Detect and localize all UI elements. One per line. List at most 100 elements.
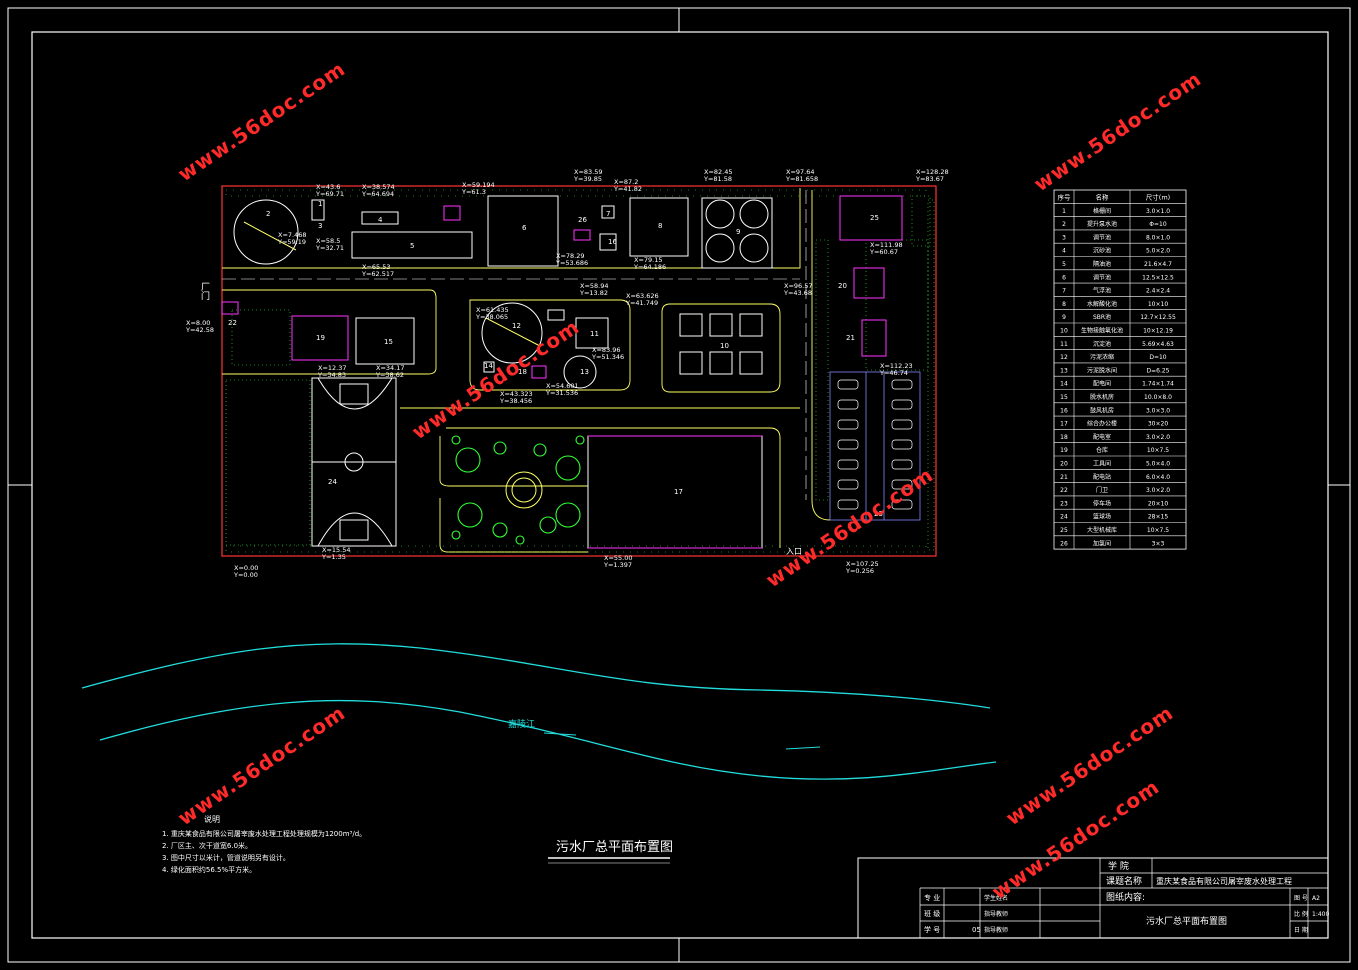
- coordinate-label: X=111.98Y=60.67: [869, 241, 903, 256]
- parking-lot: [829, 371, 921, 521]
- svg-text:X=7.468: X=7.468: [278, 231, 307, 239]
- svg-text:污泥浓缩: 污泥浓缩: [1090, 353, 1114, 361]
- unit-label: 23: [874, 510, 883, 518]
- unit-label: 4: [378, 216, 383, 224]
- svg-text:篮球场: 篮球场: [1093, 513, 1111, 521]
- table-header: 序号名称尺寸(m): [1058, 193, 1171, 202]
- car: [891, 459, 913, 470]
- svg-text:12: 12: [1060, 354, 1068, 361]
- unit-label: 17: [674, 488, 683, 496]
- svg-text:提升泵水池: 提升泵水池: [1087, 220, 1117, 228]
- watermark: www.56doc.com: [1029, 66, 1205, 196]
- svg-text:24: 24: [1060, 514, 1068, 521]
- svg-text:配电间: 配电间: [1093, 380, 1111, 388]
- svg-text:序号: 序号: [1058, 193, 1072, 202]
- svg-text:门卫: 门卫: [1096, 486, 1108, 494]
- svg-text:19: 19: [1060, 447, 1068, 454]
- svg-text:3.0×1.0: 3.0×1.0: [1146, 208, 1170, 215]
- unit-label: 26: [578, 216, 587, 224]
- coordinate-label: X=58.5Y=32.71: [315, 237, 344, 252]
- svg-text:X=111.98: X=111.98: [870, 241, 903, 249]
- svg-text:Y=0.256: Y=0.256: [845, 567, 874, 575]
- watermark: www.56doc.com: [173, 700, 349, 830]
- watermark: www.56doc.com: [173, 56, 349, 186]
- svg-text:Y=38.62: Y=38.62: [375, 371, 404, 379]
- svg-text:Y=81.658: Y=81.658: [785, 175, 818, 183]
- svg-text:16: 16: [1060, 407, 1068, 414]
- svg-text:1: 1: [1062, 208, 1066, 215]
- svg-text:X=58.5: X=58.5: [316, 237, 340, 245]
- coordinate-label: X=83.96Y=51.346: [591, 346, 624, 361]
- coordinate-label: X=97.64Y=81.658: [785, 168, 818, 183]
- flow-arrows: [543, 732, 821, 750]
- svg-text:18: 18: [1060, 434, 1068, 441]
- note-item: 1. 重庆某食品有限公司屠宰废水处理工程处理规模为1200m³/d。: [162, 829, 366, 838]
- svg-text:4: 4: [1062, 248, 1066, 255]
- structures: [233, 195, 773, 549]
- svg-text:X=107.25: X=107.25: [846, 560, 879, 568]
- table-row: 16 鼓风机房 3.0×3.0: [1060, 406, 1170, 414]
- svg-text:Y=42.58: Y=42.58: [185, 326, 214, 334]
- svg-text:X=78.29: X=78.29: [556, 252, 585, 260]
- unit-label: 8: [658, 222, 662, 230]
- svg-text:12.7×12.55: 12.7×12.55: [1140, 314, 1176, 321]
- coordinate-label: X=79.15Y=64.186: [633, 256, 666, 271]
- coordinate-label: X=107.25Y=0.256: [845, 560, 879, 575]
- coordinate-label: X=82.45Y=81.58: [703, 168, 733, 183]
- svg-text:10.0×8.0: 10.0×8.0: [1144, 394, 1172, 401]
- unit-label: 15: [384, 338, 393, 346]
- unit-label: 2: [266, 210, 270, 218]
- svg-text:鼓风机房: 鼓风机房: [1090, 406, 1114, 414]
- svg-text:Y=43.68: Y=43.68: [783, 289, 812, 297]
- svg-text:Y=61.3: Y=61.3: [461, 188, 486, 196]
- unit-label: 5: [410, 242, 414, 250]
- title-block-field: 班 级: [924, 909, 940, 918]
- svg-text:沉淀池: 沉淀池: [1093, 340, 1111, 348]
- coordinate-label: X=34.17Y=38.62: [375, 364, 405, 379]
- svg-text:3.0×3.0: 3.0×3.0: [1146, 407, 1170, 414]
- svg-text:X=96.57: X=96.57: [784, 282, 813, 290]
- title-block-field: 学 号: [924, 925, 940, 934]
- unit-label: 21: [846, 334, 855, 342]
- unit-label: 25: [870, 214, 879, 222]
- parked-cars: [837, 379, 913, 510]
- svg-text:13: 13: [1060, 367, 1068, 374]
- svg-text:1.74×1.74: 1.74×1.74: [1142, 381, 1174, 388]
- svg-text:3: 3: [1062, 234, 1066, 241]
- unit-label: 16: [608, 238, 617, 246]
- river-label: 嘉陵江: [508, 718, 535, 730]
- svg-text:调节池: 调节池: [1093, 233, 1111, 241]
- svg-text:X=97.64: X=97.64: [786, 168, 815, 176]
- svg-text:10×10: 10×10: [1148, 301, 1168, 308]
- unit-label: 7: [606, 210, 610, 218]
- svg-text:调节池: 调节池: [1093, 273, 1111, 281]
- svg-text:Y=81.58: Y=81.58: [703, 175, 732, 183]
- svg-text:5.69×4.63: 5.69×4.63: [1142, 341, 1174, 348]
- coordinate-label: X=128.28Y=83.67: [915, 168, 949, 183]
- svg-text:10×7.5: 10×7.5: [1147, 447, 1169, 454]
- svg-text:Y=34.83: Y=34.83: [317, 371, 346, 379]
- svg-text:Y=1.397: Y=1.397: [603, 561, 632, 569]
- unit-label: 20: [838, 282, 847, 290]
- note-item: 3. 图中尺寸以米计，管道说明另有设计。: [162, 853, 290, 862]
- svg-text:X=83.59: X=83.59: [574, 168, 603, 176]
- coordinate-labels: X=43.6Y=69.71X=38.574Y=64.694X=59.194Y=6…: [185, 168, 949, 579]
